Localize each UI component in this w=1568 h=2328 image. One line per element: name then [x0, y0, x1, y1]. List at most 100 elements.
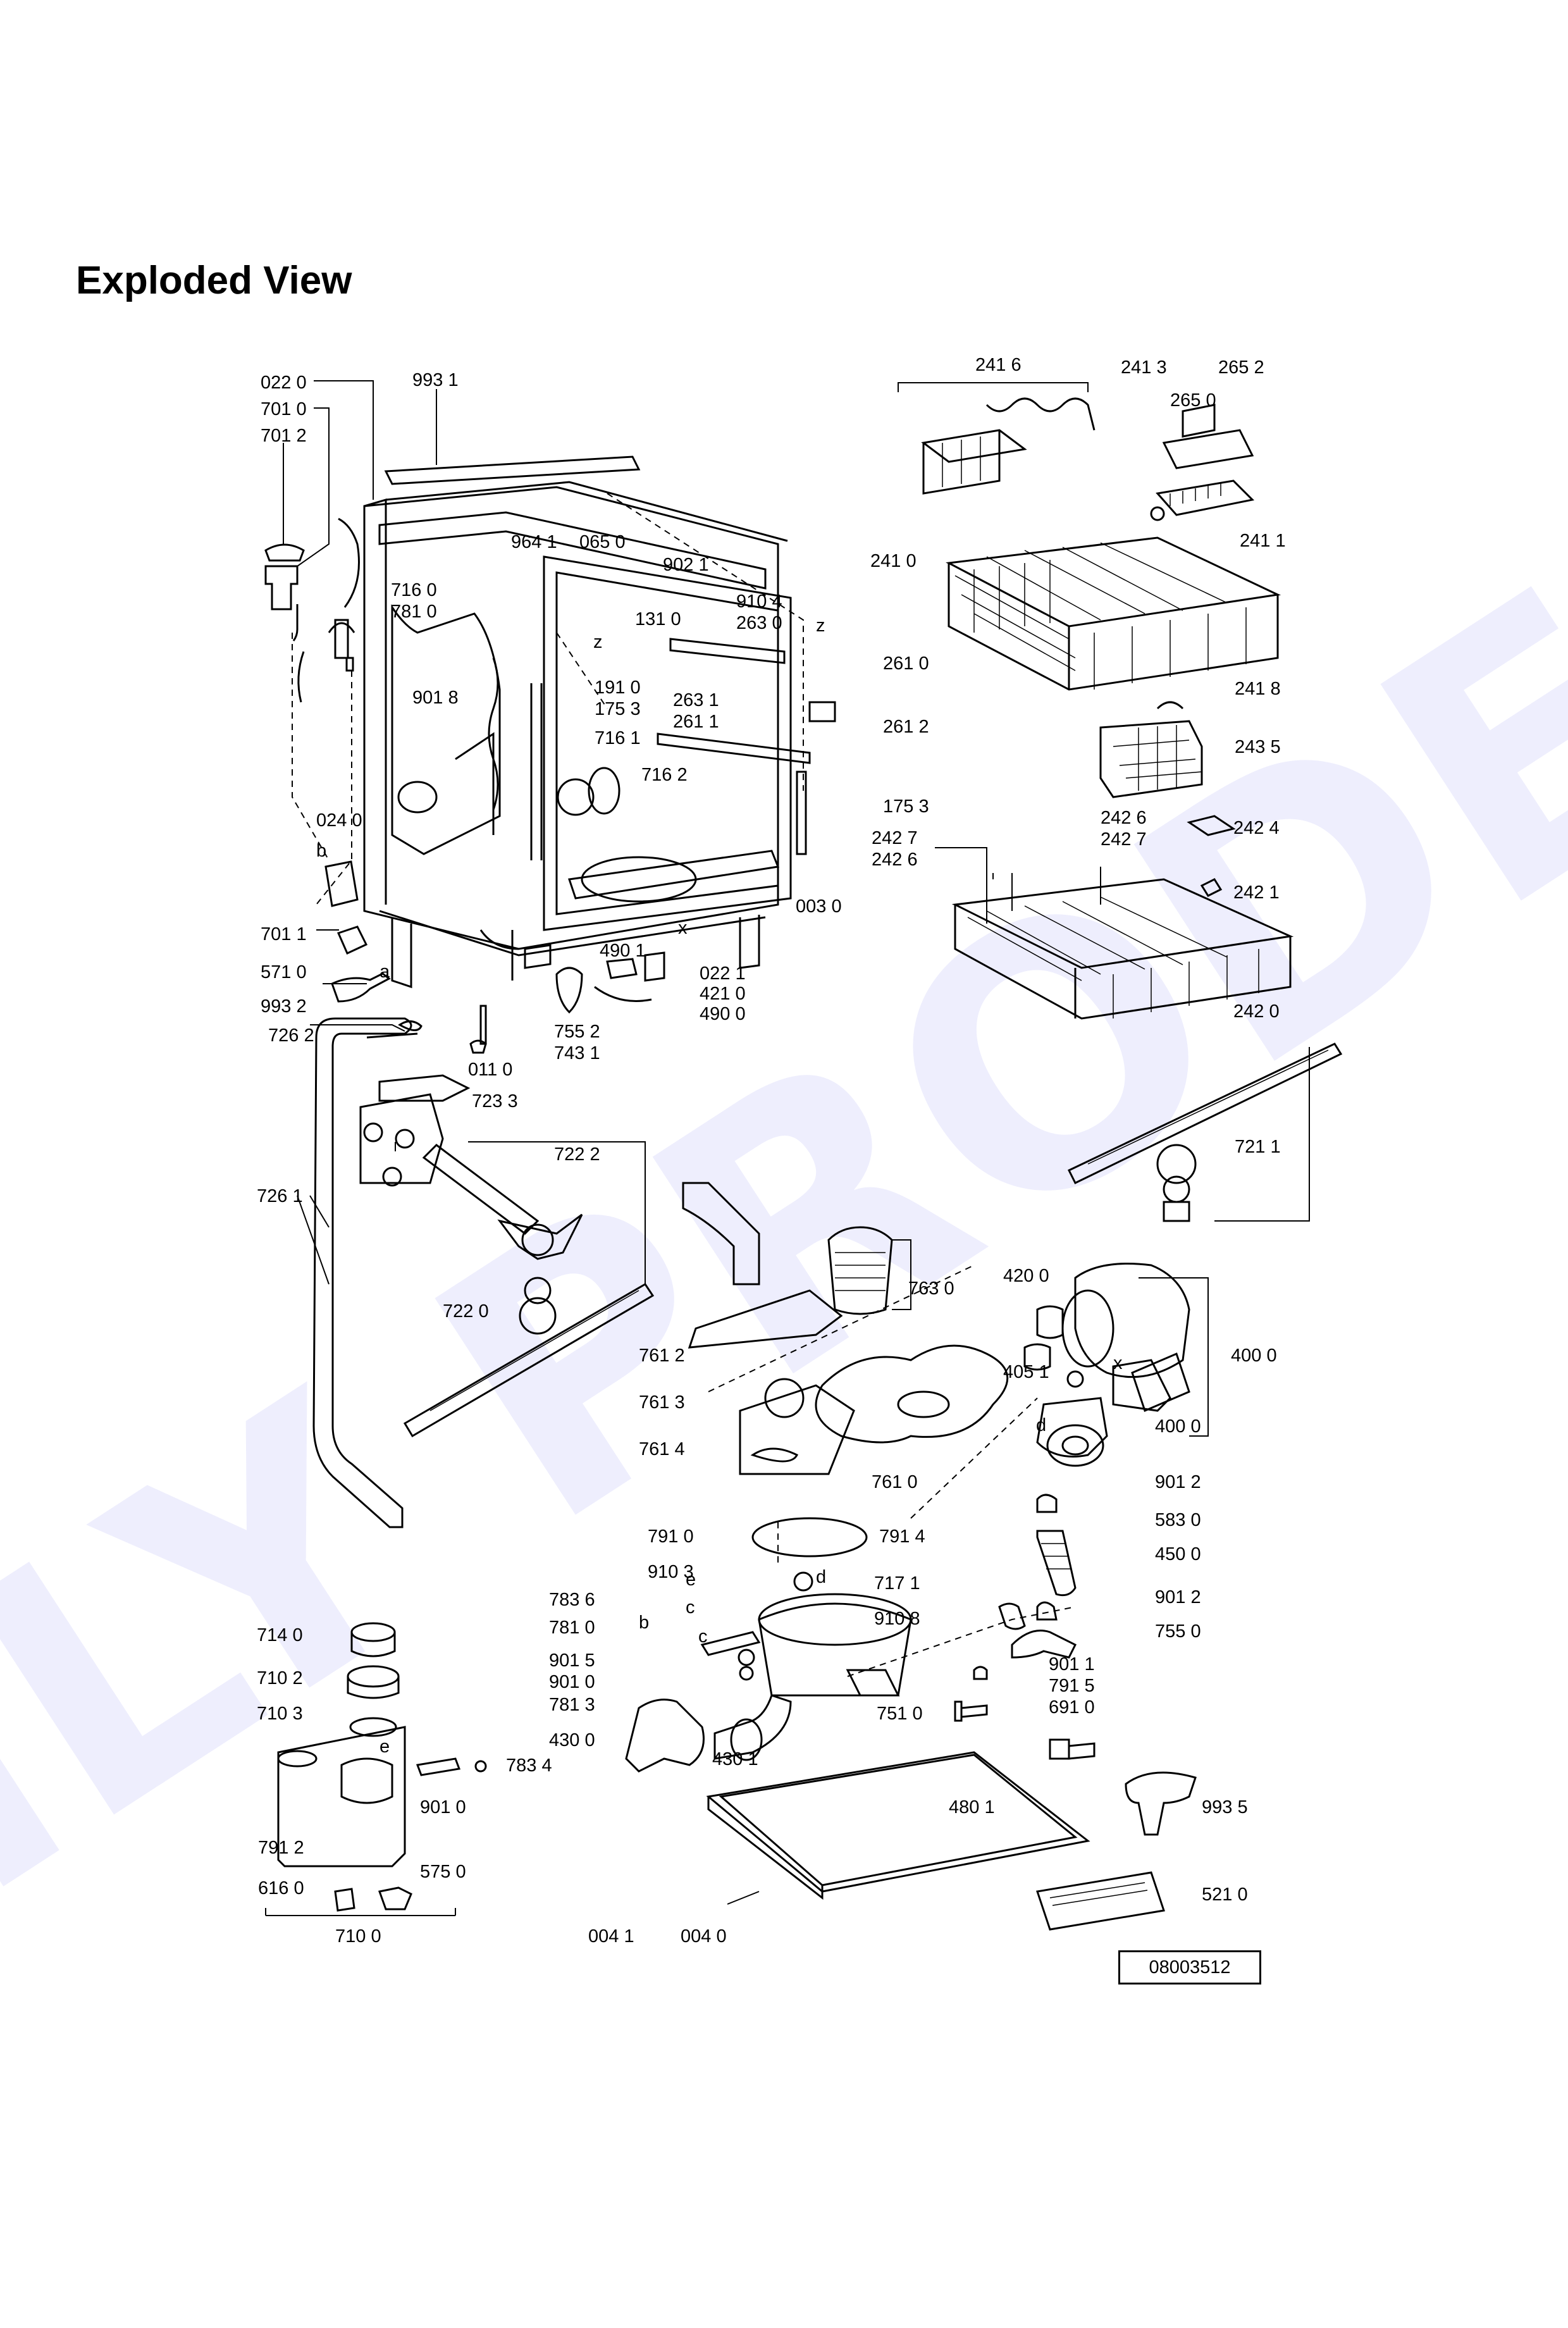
part-label: 716 1: [595, 728, 641, 748]
connector-markers: b a z z x x c e d b c e d: [316, 616, 1123, 1757]
part-label: 175 3: [883, 796, 929, 817]
part-label: 761 0: [872, 1472, 918, 1492]
part-label: 791 0: [648, 1526, 694, 1547]
part-label: 791 4: [879, 1526, 925, 1547]
part-label: 710 2: [257, 1668, 303, 1688]
exploded-view-diagram: 022 0 701 0 701 2 993 1 716 0 781 0 901 …: [257, 355, 1343, 1947]
part-label: 710 3: [257, 1704, 303, 1724]
part-label: 242 4: [1233, 818, 1280, 838]
marker: b: [639, 1613, 649, 1633]
part-label: 004 1: [588, 1926, 634, 1947]
marker: z: [593, 632, 603, 652]
part-label: 910 3: [648, 1562, 694, 1582]
part-label: 761 4: [639, 1439, 685, 1459]
part-label: 701 2: [261, 426, 307, 446]
part-label: 480 1: [949, 1797, 995, 1817]
part-label: 265 0: [1170, 390, 1216, 411]
inlet-group: [264, 380, 423, 1032]
part-label: 004 0: [681, 1926, 727, 1947]
marker: b: [316, 841, 326, 861]
part-label: 783 4: [506, 1755, 552, 1776]
part-label: 723 3: [472, 1091, 518, 1111]
part-label: 261 2: [883, 717, 929, 737]
marker: e: [686, 1570, 696, 1590]
part-label: 910 8: [874, 1609, 920, 1629]
motor-pump: [954, 1263, 1209, 1722]
part-label: 420 0: [1003, 1266, 1049, 1286]
part-label: 901 8: [412, 688, 459, 708]
part-label: 781 0: [391, 602, 437, 622]
part-label: 726 2: [268, 1025, 314, 1046]
part-label: 901 1: [1049, 1654, 1095, 1675]
part-label: 901 2: [1155, 1472, 1201, 1492]
part-label: 616 0: [258, 1878, 304, 1898]
base-plate: [706, 1738, 1197, 1931]
marker: d: [816, 1567, 826, 1587]
part-label: 791 2: [258, 1838, 304, 1858]
marker: c: [698, 1626, 708, 1647]
part-label: 400 0: [1155, 1416, 1201, 1437]
part-label: 755 0: [1155, 1621, 1201, 1642]
part-label: 490 1: [600, 941, 646, 961]
part-label: 430 1: [712, 1749, 758, 1769]
part-label: 901 5: [549, 1650, 595, 1671]
part-label: 575 0: [420, 1862, 466, 1882]
part-label: 902 1: [663, 555, 709, 575]
part-label: 901 0: [549, 1672, 595, 1692]
part-label: 065 0: [579, 532, 626, 552]
part-label: 755 2: [554, 1022, 600, 1042]
part-label: 717 1: [874, 1573, 920, 1594]
part-label: 241 8: [1235, 679, 1281, 699]
part-label: 022 0: [261, 373, 307, 393]
part-label: 241 0: [870, 551, 917, 571]
part-label: 242 6: [872, 850, 918, 870]
part-label: 265 2: [1218, 357, 1264, 378]
part-label: 450 0: [1155, 1544, 1201, 1564]
part-label: 242 0: [1233, 1001, 1280, 1022]
part-label: 791 5: [1049, 1676, 1095, 1696]
tub-cabinet: [363, 389, 836, 1054]
part-label: 490 0: [700, 1004, 746, 1024]
part-label: 521 0: [1202, 1885, 1248, 1905]
part-label: 191 0: [595, 678, 641, 698]
part-label: 405 1: [1003, 1362, 1049, 1382]
part-label: 263 0: [736, 613, 782, 633]
part-label: 783 6: [549, 1590, 595, 1610]
part-label: 910 4: [736, 591, 782, 612]
part-label: 701 0: [261, 399, 307, 419]
part-label: 242 7: [872, 828, 918, 848]
part-label: 701 1: [261, 924, 307, 944]
part-label: 263 1: [673, 690, 719, 710]
part-label: 571 0: [261, 962, 307, 982]
drawing-reference-number: 08003512: [1118, 1950, 1261, 1984]
marker: z: [816, 616, 825, 636]
marker: x: [678, 918, 688, 938]
part-label: 710 0: [335, 1926, 381, 1947]
part-label: 241 3: [1121, 357, 1167, 378]
part-label: 721 1: [1235, 1137, 1281, 1157]
part-label: 993 5: [1202, 1797, 1248, 1817]
part-label: 691 0: [1049, 1697, 1095, 1718]
part-label: 175 3: [595, 699, 641, 719]
part-label: 583 0: [1155, 1510, 1201, 1530]
part-label: 901 0: [420, 1797, 466, 1817]
part-label: 716 2: [641, 765, 688, 785]
part-label: 716 0: [391, 580, 437, 600]
part-label: 011 0: [468, 1060, 512, 1080]
racks: [898, 382, 1294, 1020]
part-label: 421 0: [700, 984, 746, 1004]
part-label: 243 5: [1235, 737, 1281, 757]
water-softener: [265, 1622, 487, 1916]
part-label: 993 1: [412, 370, 459, 390]
part-label: 781 3: [549, 1695, 595, 1715]
marker: c: [686, 1597, 695, 1618]
part-label: 242 1: [1233, 882, 1280, 903]
part-label: 722 2: [554, 1144, 600, 1165]
spray-assembly-left: [297, 1017, 655, 1528]
part-label: 022 1: [700, 963, 746, 984]
part-label: 714 0: [257, 1625, 303, 1645]
part-labels: 022 0 701 0 701 2 993 1 716 0 781 0 901 …: [257, 355, 1286, 1947]
part-label: 726 1: [257, 1186, 303, 1206]
upper-spray-arm: [1067, 1043, 1343, 1222]
part-label: 241 6: [975, 355, 1022, 375]
